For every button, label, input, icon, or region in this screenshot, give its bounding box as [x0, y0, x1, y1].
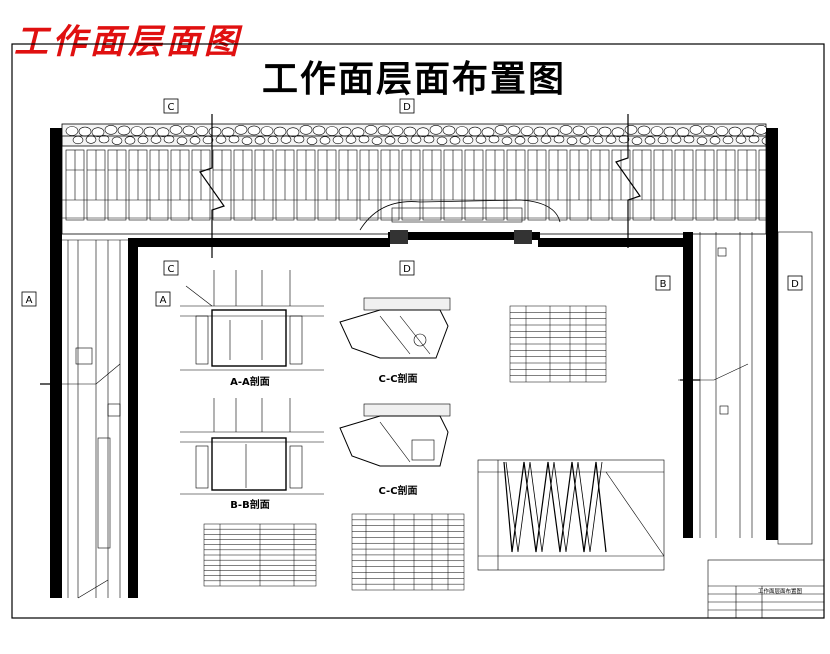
section-marker-b-right: B	[655, 275, 671, 291]
rock-band	[61, 123, 773, 147]
svg-text:A: A	[26, 295, 33, 306]
svg-text:D: D	[791, 279, 799, 290]
bb-caption: B-B剖面	[230, 498, 269, 511]
section-cut-lines	[40, 114, 700, 385]
cc-caption-bottom: C-C剖面	[378, 484, 417, 497]
support-row	[61, 135, 778, 235]
roadway-outline	[50, 128, 778, 598]
section-marker-a-left: A	[21, 291, 37, 307]
section-marker-d-top: D	[399, 98, 415, 114]
left-roadway	[62, 239, 128, 599]
right-roadway	[678, 231, 813, 545]
section-marker-c-top: C	[163, 98, 179, 114]
bb-section-view	[180, 398, 324, 495]
section-marker-a-inset: A	[155, 291, 171, 307]
section-marker-d-mid: D	[399, 260, 415, 276]
cc-section-view-top	[339, 297, 451, 359]
cycle-diagram	[477, 459, 665, 571]
svg-text:B: B	[660, 279, 667, 290]
drawing-frame	[11, 43, 825, 619]
svg-text:D: D	[403, 264, 411, 275]
red-title: 工作面层面图	[14, 22, 242, 62]
aa-caption: A-A剖面	[230, 375, 270, 388]
title-block	[707, 559, 825, 619]
section-marker-d-right: D	[787, 275, 803, 291]
svg-text:C: C	[168, 102, 175, 113]
title-block-drawing-name: 工作面层面布置图	[758, 587, 803, 595]
equipment-table-mid	[351, 513, 465, 591]
section-marker-c-mid: C	[163, 260, 179, 276]
cc-caption-top: C-C剖面	[378, 372, 417, 385]
equipment-table-right	[509, 305, 607, 383]
svg-text:D: D	[403, 102, 411, 113]
svg-text:C: C	[168, 264, 175, 275]
svg-text:A: A	[160, 295, 167, 306]
aa-section-view	[180, 270, 324, 371]
main-title: 工作面层面布置图	[262, 58, 567, 100]
cc-section-view-bottom	[339, 403, 451, 467]
equipment-table-left	[203, 523, 317, 587]
